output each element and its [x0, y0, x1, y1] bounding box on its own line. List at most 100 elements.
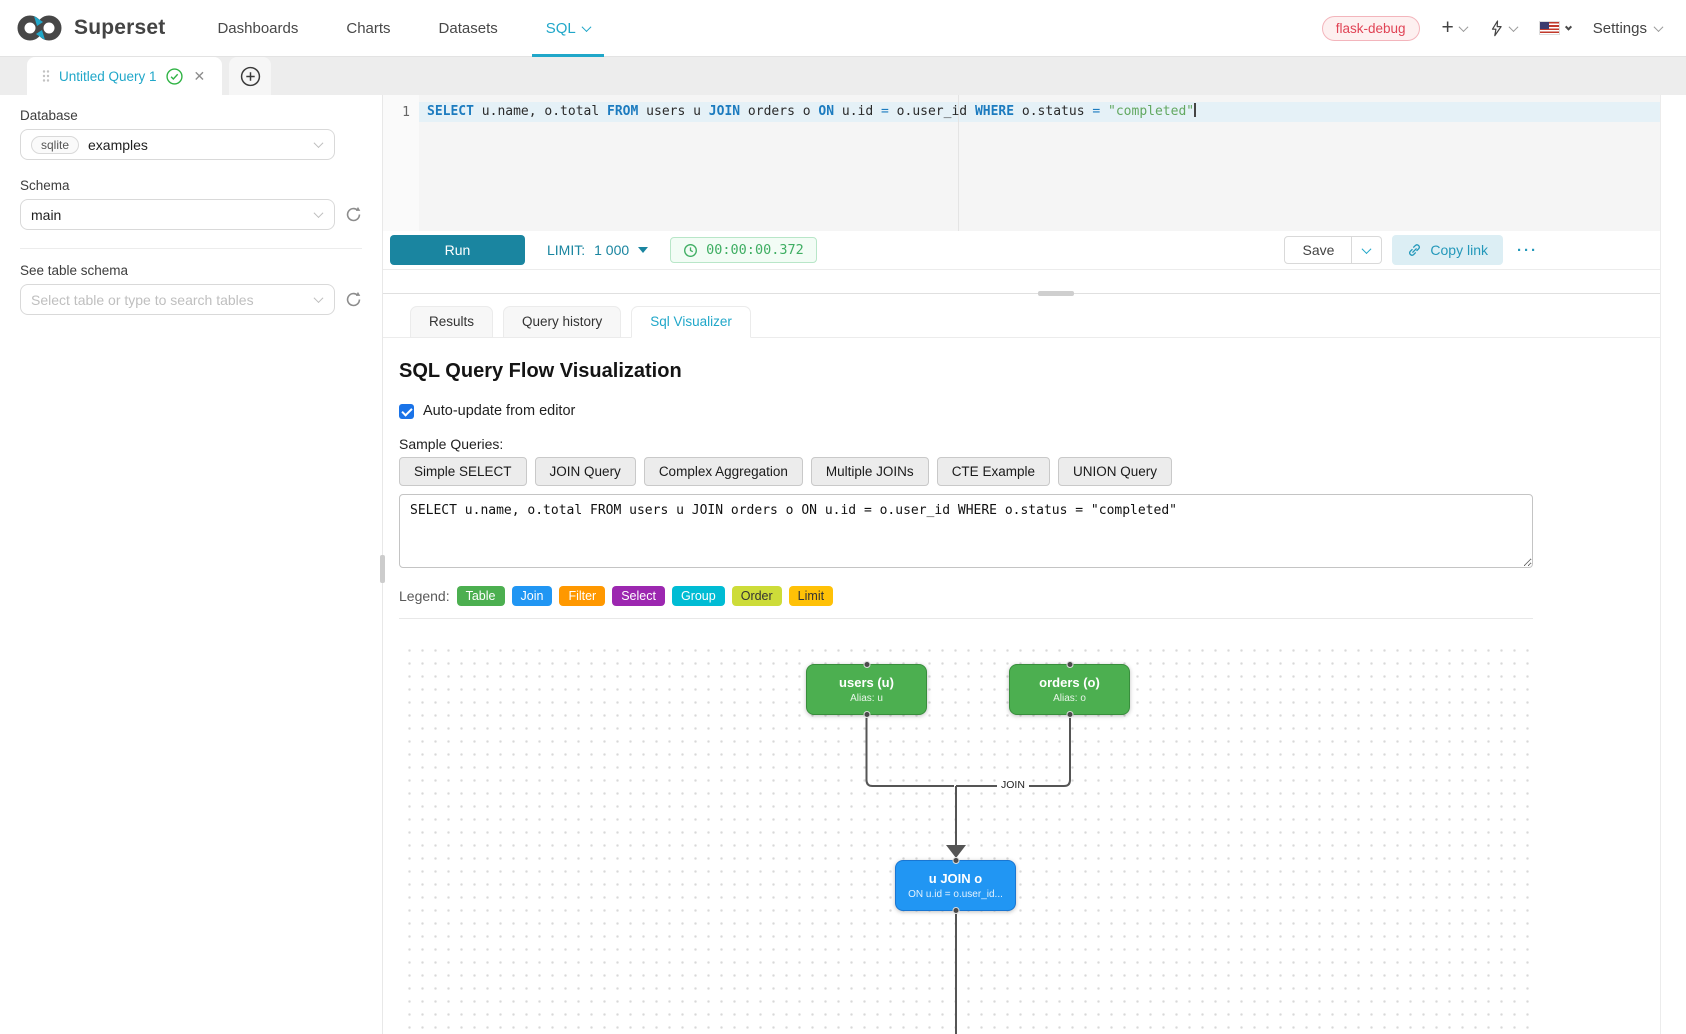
line-number: 1	[402, 105, 410, 120]
node-subtitle: Alias: u	[850, 693, 883, 704]
active-line-highlight	[419, 102, 1660, 122]
flow-canvas[interactable]: JOIN users (u) Alias: u orders (o) Alias…	[399, 642, 1533, 1034]
flow-node-join[interactable]: u JOIN o ON u.id = o.user_id...	[895, 857, 1016, 914]
table-select[interactable]: Select table or type to search tables	[20, 284, 335, 315]
refresh-schemas-button[interactable]	[345, 206, 362, 223]
query-tab-label: Untitled Query 1	[59, 68, 157, 84]
lightning-icon	[1491, 19, 1502, 36]
nav-item-datasets[interactable]: Datasets	[415, 0, 522, 56]
chevron-down-icon	[1653, 21, 1664, 32]
node-title: users (u)	[839, 675, 894, 690]
sql-editor[interactable]: 1 SELECT u.name, o.total FROM users u JO…	[383, 95, 1660, 231]
node-subtitle: Alias: o	[1053, 693, 1086, 704]
brand-name: Superset	[74, 16, 166, 39]
flow-edges	[865, 718, 1071, 1034]
sql-code-line: SELECT u.name, o.total FROM users u JOIN…	[427, 103, 1197, 119]
flow-node-users[interactable]: users (u) Alias: u	[806, 661, 927, 718]
nav-item-dashboards[interactable]: Dashboards	[193, 0, 322, 56]
node-title: orders (o)	[1039, 675, 1100, 690]
node-handle[interactable]	[863, 661, 870, 668]
result-tab-results[interactable]: Results	[410, 306, 494, 338]
schema-value: main	[31, 206, 62, 223]
auto-update-label: Auto-update from editor	[423, 403, 576, 419]
print-margin	[958, 95, 959, 231]
query-timer: 00:00:00.372	[670, 237, 817, 263]
sample-query-button-simple-select[interactable]: Simple SELECT	[399, 457, 527, 486]
sample-query-button-union-query[interactable]: UNION Query	[1057, 457, 1172, 486]
limit-label: LIMIT:	[547, 242, 586, 258]
sidebar-resize-handle[interactable]	[380, 555, 385, 583]
node-handle[interactable]	[863, 711, 870, 718]
node-handle[interactable]	[1066, 661, 1073, 668]
result-tab-query-history[interactable]: Query history	[503, 306, 622, 338]
copy-link-button[interactable]: Copy link	[1392, 235, 1503, 265]
pane-splitter	[383, 270, 1660, 296]
auto-update-checkbox[interactable]	[399, 403, 414, 419]
legend-chip-group: Group	[671, 586, 725, 606]
auto-update-row[interactable]: Auto-update from editor	[399, 403, 1644, 419]
refresh-tables-button[interactable]	[345, 291, 362, 308]
sample-query-button-join-query[interactable]: JOIN Query	[534, 457, 636, 486]
query-textarea[interactable]: SELECT u.name, o.total FROM users u JOIN…	[399, 494, 1533, 568]
legend-chip-select: Select	[612, 586, 665, 606]
chevron-down-icon	[1458, 21, 1469, 32]
result-tabs: Results Query history Sql Visualizer	[383, 294, 1660, 338]
database-label: Database	[20, 108, 78, 123]
sample-query-button-cte-example[interactable]: CTE Example	[936, 457, 1050, 486]
environment-tag: flask-debug	[1321, 15, 1420, 41]
sample-query-button-multiple-joins[interactable]: Multiple JOINs	[810, 457, 929, 486]
chevron-down-icon	[313, 208, 324, 219]
superset-logo[interactable]: Superset	[16, 12, 165, 44]
node-handle[interactable]	[1066, 711, 1073, 718]
schema-select[interactable]: main	[20, 199, 335, 230]
new-menu-button[interactable]: +	[1441, 16, 1469, 39]
nav-item-label: SQL	[545, 19, 576, 37]
language-picker[interactable]	[1538, 21, 1572, 35]
save-button[interactable]: Save	[1284, 236, 1353, 264]
splitter-drag-handle[interactable]	[1038, 291, 1074, 296]
close-tab-icon[interactable]: ✕	[193, 67, 206, 84]
nav-item-charts[interactable]: Charts	[322, 0, 414, 56]
query-tab[interactable]: Untitled Query 1 ✕	[27, 57, 223, 95]
database-value: examples	[88, 136, 148, 153]
sqllab-content: 1 SELECT u.name, o.total FROM users u JO…	[383, 95, 1661, 1034]
timer-value: 00:00:00.372	[706, 242, 804, 258]
legend-chip-filter: Filter	[559, 586, 606, 606]
node-handle[interactable]	[952, 907, 959, 914]
save-dropdown-button[interactable]	[1352, 236, 1383, 264]
more-actions-button[interactable]: ···	[1517, 241, 1538, 259]
chevron-down-icon	[581, 21, 592, 32]
clock-icon	[684, 243, 698, 257]
node-subtitle: ON u.id = o.user_id...	[908, 889, 1003, 900]
drag-handle-icon	[42, 70, 50, 82]
new-query-tab-button[interactable]	[229, 57, 272, 95]
plus-circle-icon	[240, 66, 260, 86]
plus-icon: +	[1441, 16, 1454, 39]
chevron-down-icon	[313, 138, 324, 149]
query-search-button[interactable]	[1489, 19, 1519, 37]
link-icon	[1409, 243, 1421, 256]
legend-chip-order: Order	[731, 586, 782, 606]
database-type-badge: sqlite	[31, 135, 80, 154]
node-title: u JOIN o	[928, 871, 983, 886]
sample-queries-label: Sample Queries:	[399, 436, 504, 452]
database-select[interactable]: sqlite examples	[20, 129, 335, 160]
active-nav-underline	[531, 54, 604, 57]
nav-item-sql[interactable]: SQL	[522, 0, 614, 57]
run-button[interactable]: Run	[390, 235, 525, 265]
refresh-icon	[346, 291, 361, 307]
table-schema-label: See table schema	[20, 263, 129, 278]
sample-query-button-complex-aggregation[interactable]: Complex Aggregation	[643, 457, 803, 486]
limit-dropdown[interactable]: LIMIT: 1 000	[547, 242, 649, 258]
legend-chip-join: Join	[511, 586, 553, 606]
text-cursor	[1194, 103, 1197, 117]
node-handle[interactable]	[952, 857, 959, 864]
editor-toolbar: Run LIMIT: 1 000 00:00:00.372 Save	[383, 231, 1660, 270]
settings-menu[interactable]: Settings	[1593, 20, 1664, 37]
result-tab-sql-visualizer[interactable]: Sql Visualizer	[631, 306, 751, 338]
flow-node-orders[interactable]: orders (o) Alias: o	[1009, 661, 1130, 718]
caret-down-icon	[638, 247, 649, 253]
